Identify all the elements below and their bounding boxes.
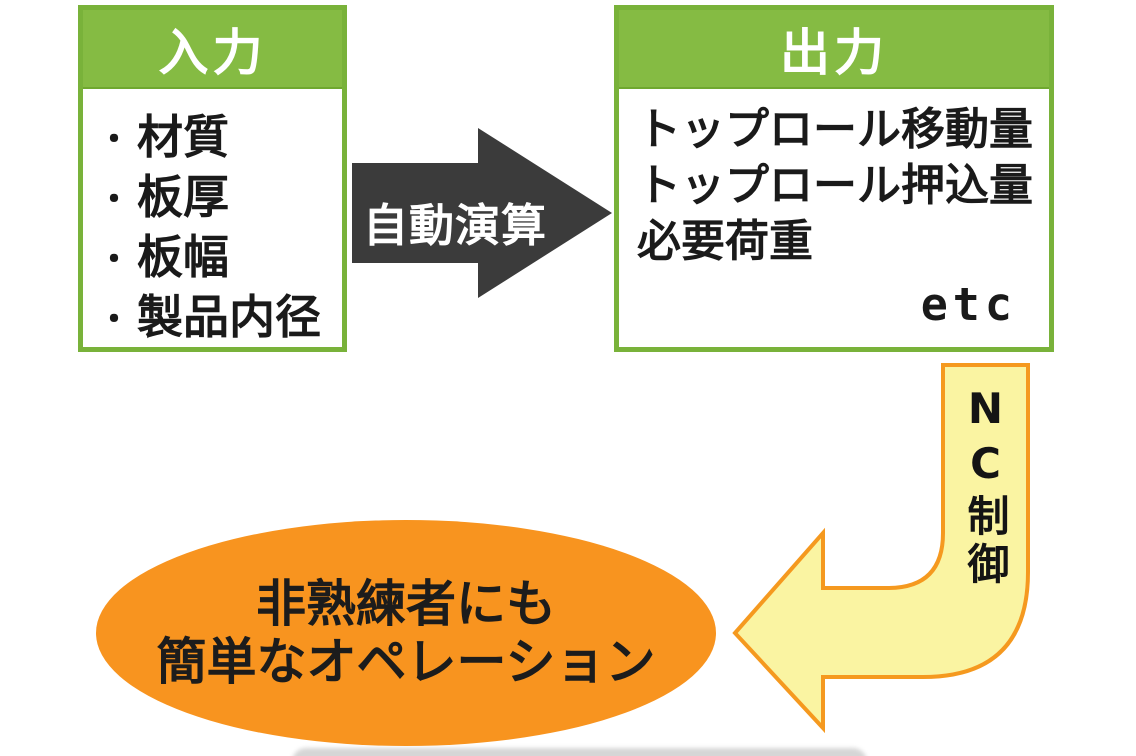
nc-elbow-arrow-shape	[732, 363, 1030, 734]
result-ellipse: 非熟練者にも 簡単なオペレーション	[96, 520, 716, 746]
input-box: 入力 ・材質 ・板厚 ・板幅 ・製品内径	[78, 5, 347, 352]
result-line-2: 簡単なオペレーション	[156, 633, 656, 691]
input-item: ・製品内径	[97, 289, 342, 349]
input-item: ・材質	[97, 109, 342, 169]
output-box-title: 出力	[619, 10, 1049, 89]
process-arrow-label: 自動演算	[363, 199, 548, 252]
output-item: トップロール移動量	[637, 104, 1033, 155]
output-item: 必要荷重	[637, 216, 813, 267]
input-box-title: 入力	[83, 10, 342, 89]
bottom-crop-artifact	[292, 748, 867, 756]
input-item: ・板幅	[97, 229, 342, 289]
input-item-label: 製品内径	[137, 290, 321, 344]
result-line-1: 非熟練者にも	[256, 575, 556, 633]
bullet-icon: ・	[97, 120, 131, 160]
bullet-icon: ・	[97, 180, 131, 220]
bullet-icon: ・	[97, 300, 131, 340]
input-item-label: 板幅	[137, 230, 229, 284]
input-item-label: 材質	[137, 110, 229, 164]
process-arrow-shape	[352, 128, 612, 298]
input-item: ・板厚	[97, 169, 342, 229]
input-item-list: ・材質 ・板厚 ・板幅 ・製品内径	[83, 89, 342, 349]
output-box: 出力 トップロール移動量 トップロール押込量 必要荷重 etc	[614, 5, 1054, 352]
output-etc-label: etc	[920, 278, 1017, 331]
output-item: トップロール押込量	[637, 160, 1033, 211]
nc-arrow-label: NC制御	[961, 384, 1010, 590]
bullet-icon: ・	[97, 240, 131, 280]
output-item-list: トップロール移動量 トップロール押込量 必要荷重	[619, 89, 1049, 270]
input-item-label: 板厚	[137, 170, 229, 224]
